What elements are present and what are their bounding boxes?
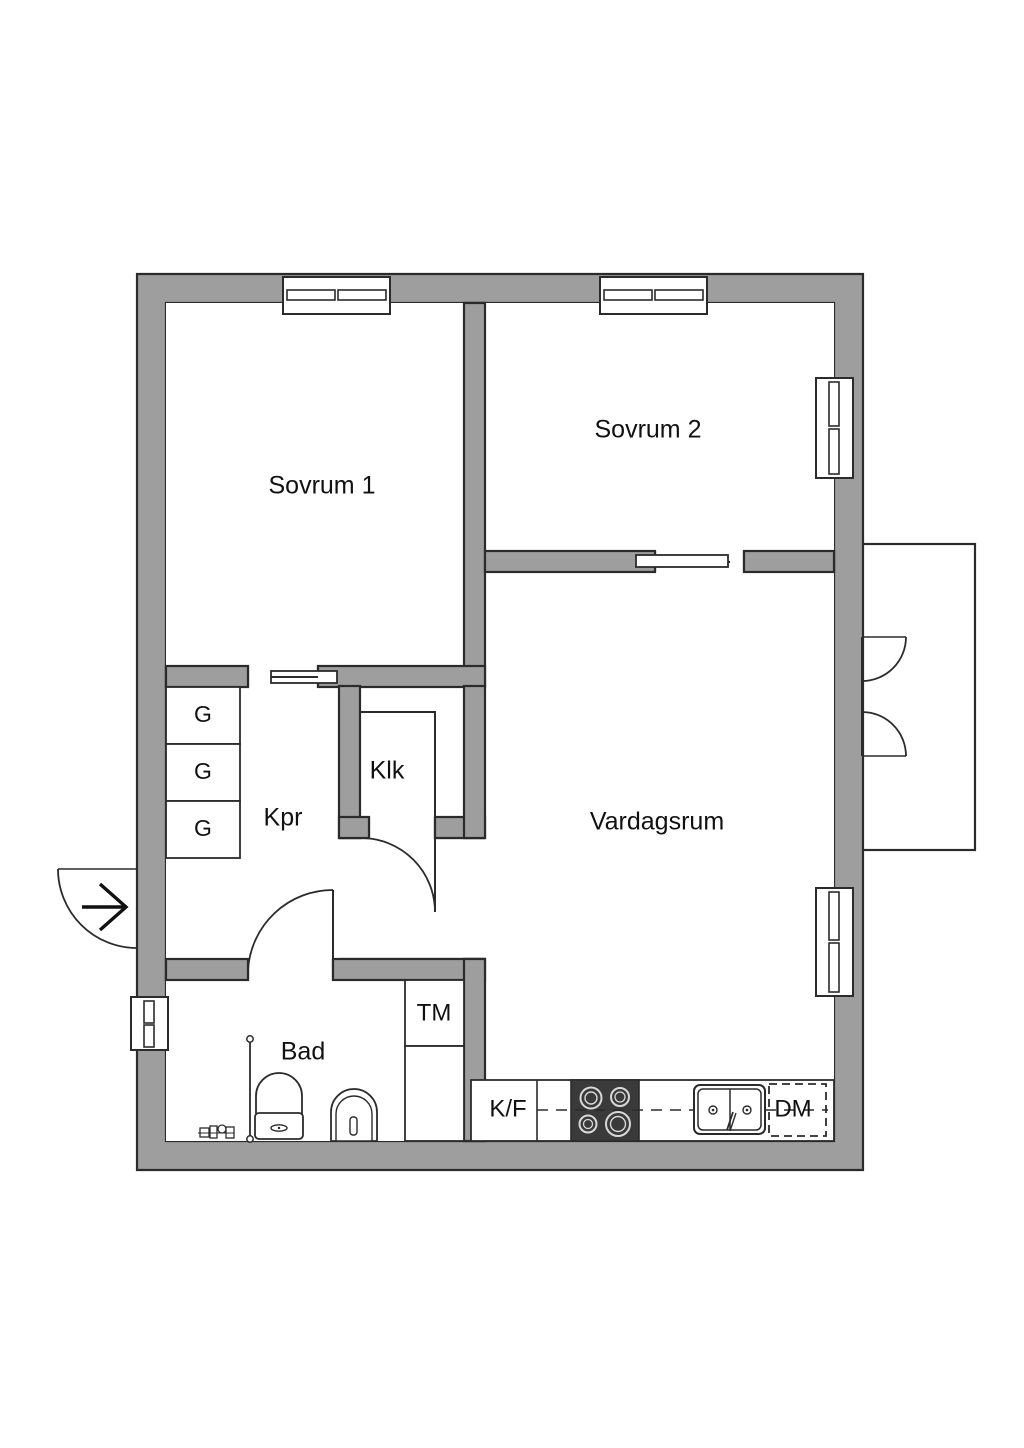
entrance-arrow-icon [82, 882, 129, 932]
fixture-dusch-rail-icon [246, 1035, 254, 1143]
slide-sovrum1-icon[interactable] [270, 670, 338, 684]
interior-walls-top [164, 301, 836, 1143]
slide-sovrum2-icon[interactable] [635, 554, 730, 568]
fixture-tvattstall-icon [330, 1088, 378, 1142]
room-sovrum2 [485, 303, 834, 551]
room-label-vardagsrum: Vardagsrum [590, 808, 724, 836]
room-vardagsrum [485, 572, 834, 1141]
room-label-bad: Bad [281, 1038, 325, 1066]
appliance-label-tvattmaskin: TM [417, 999, 452, 1026]
fixture-diskho-icon [693, 1084, 766, 1135]
kitchen-counter-run [470, 1079, 835, 1142]
window-vardagsrum-east-icon [815, 887, 854, 997]
window-sovrum1-north-icon [282, 276, 391, 315]
fixture-golvbrunn-icon [198, 1124, 235, 1139]
closet-block-garderober [165, 686, 241, 859]
appliance-tvattmaskin [404, 979, 465, 1142]
room-klk [360, 687, 464, 817]
balcony-outline [860, 542, 977, 852]
closet-garderob-1[interactable] [165, 686, 241, 745]
room-label-sovrum2: Sovrum 2 [595, 416, 702, 444]
room-label-kpr: Kpr [264, 804, 303, 832]
door-entre-icon[interactable] [57, 868, 138, 959]
appliance-label-diskmaskin: DM [774, 1095, 811, 1122]
room-sovrum1 [166, 303, 464, 666]
closet-label-garderob-1: G [194, 701, 212, 727]
door-klk-icon[interactable] [360, 837, 436, 913]
appliance-label-kyl-frys: K/F [489, 1095, 526, 1122]
closet-label-garderob-2: G [194, 758, 212, 784]
room-interiors [166, 303, 834, 1141]
window-bad-west-icon [130, 996, 169, 1051]
room-label-klk: Klk [370, 757, 405, 785]
closet-garderob-3[interactable] [165, 800, 241, 859]
bathroom-fixtures [198, 1035, 378, 1143]
window-sovrum2-north-icon [599, 276, 708, 315]
room-label-sovrum1: Sovrum 1 [269, 472, 376, 500]
door-balkong-icon[interactable] [861, 636, 907, 757]
window-sovrum2-east-icon [815, 377, 854, 479]
fixture-wc-icon [254, 1072, 304, 1140]
closet-garderob-2[interactable] [165, 743, 241, 802]
fixture-diskmaskin-icon [768, 1083, 827, 1137]
closet-label-garderob-3: G [194, 815, 212, 841]
klk-inner-outline [360, 711, 436, 817]
door-bad-icon[interactable] [247, 889, 334, 971]
